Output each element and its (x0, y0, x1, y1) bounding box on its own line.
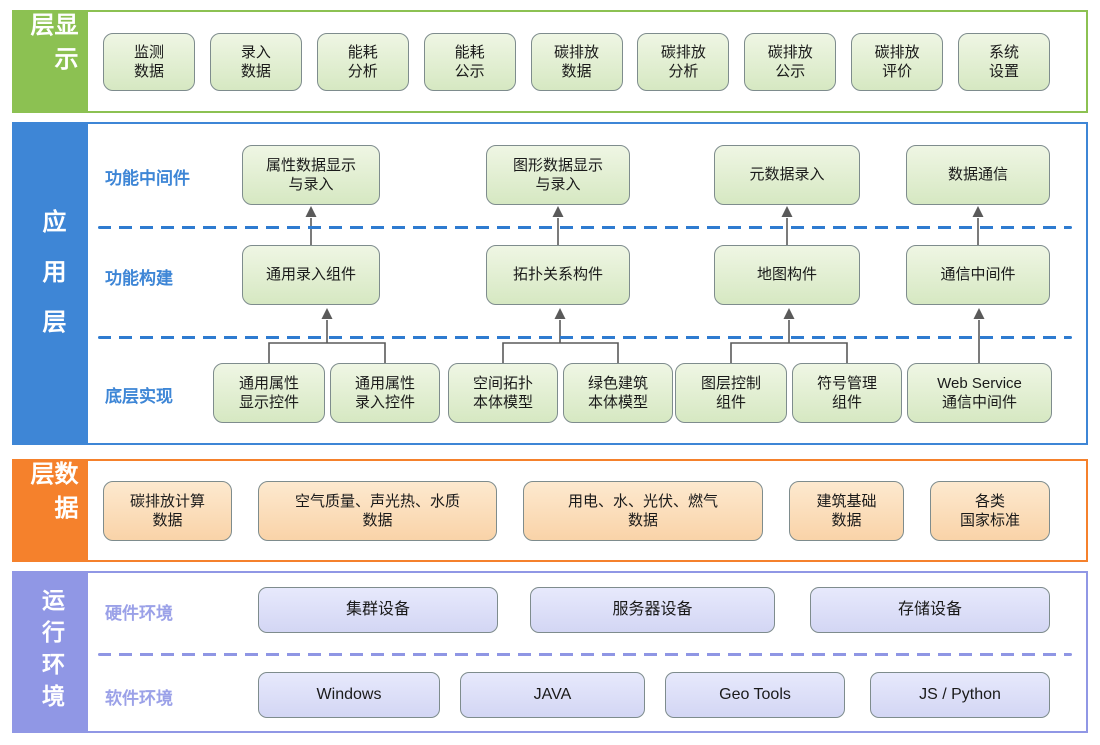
application-layer-sidebar: 应用层 (14, 124, 88, 443)
display-layer-title: 显示层 (26, 12, 77, 80)
application-layer-content: 功能中间件 功能构建 底层实现 属性数据显示 与录入 图形数据显示 与录入 元数… (88, 124, 1086, 443)
hardware-box: 存储设备 (810, 587, 1050, 633)
software-box: Windows (258, 672, 440, 718)
application-layer-title: 应用层 (38, 208, 65, 359)
display-layer-sidebar: 显示层 (14, 12, 88, 111)
display-box: 碳排放 公示 (744, 33, 837, 91)
display-box-row: 监测 数据 录入 数据 能耗 分析 能耗 公示 碳排放 数据 碳排放 分析 碳排… (103, 33, 1050, 91)
display-box: 碳排放 分析 (637, 33, 730, 91)
foundation-box: Web Service 通信中间件 (907, 363, 1052, 423)
row-label-software: 软件环境 (105, 689, 173, 708)
row-label-components: 功能构建 (105, 269, 173, 288)
middleware-box: 属性数据显示 与录入 (242, 145, 380, 205)
application-layer-band: 应用层 (12, 122, 1088, 445)
dashed-separator (98, 226, 1072, 229)
foundation-box: 符号管理 组件 (792, 363, 902, 423)
dashed-separator (98, 653, 1072, 656)
hardware-box: 服务器设备 (530, 587, 775, 633)
row-label-hardware: 硬件环境 (105, 604, 173, 623)
foundation-box: 图层控制 组件 (675, 363, 787, 423)
middleware-box: 元数据录入 (714, 145, 860, 205)
middleware-box: 图形数据显示 与录入 (486, 145, 630, 205)
data-box: 碳排放计算 数据 (103, 481, 232, 541)
foundation-box: 通用属性 显示控件 (213, 363, 325, 423)
component-box: 拓扑关系构件 (486, 245, 630, 305)
component-box: 地图构件 (714, 245, 860, 305)
data-box-row: 碳排放计算 数据 空气质量、声光热、水质 数据 用电、水、光伏、燃气 数据 建筑… (103, 481, 1050, 541)
runtime-layer-title: 运行环境 (38, 588, 65, 716)
software-box: Geo Tools (665, 672, 845, 718)
display-box: 碳排放 数据 (530, 33, 623, 91)
display-box: 监测 数据 (103, 33, 195, 91)
runtime-layer-band: 运行环境 硬件环境 软件环境 集群设备 服务器设备 存储设备 Windows J… (12, 571, 1088, 733)
data-layer-band: 数据层 碳排放计算 数据 空气质量、声光热、水质 数据 用电、水、光伏、燃气 数… (12, 459, 1088, 562)
row-label-foundation: 底层实现 (105, 387, 173, 406)
foundation-box: 空间拓扑 本体模型 (448, 363, 558, 423)
component-box: 通用录入组件 (242, 245, 380, 305)
display-box: 录入 数据 (209, 33, 302, 91)
data-box: 用电、水、光伏、燃气 数据 (523, 481, 763, 541)
display-layer-band: 显示层 监测 数据 录入 数据 能耗 分析 能耗 公示 碳排放 数据 碳排放 分… (12, 10, 1088, 113)
runtime-layer-sidebar: 运行环境 (14, 573, 88, 731)
foundation-box: 绿色建筑 本体模型 (563, 363, 673, 423)
data-layer-sidebar: 数据层 (14, 461, 88, 560)
software-box: JAVA (460, 672, 645, 718)
middleware-box: 数据通信 (906, 145, 1050, 205)
data-box: 各类 国家标准 (930, 481, 1050, 541)
foundation-box: 通用属性 录入控件 (330, 363, 440, 423)
data-layer-title: 数据层 (26, 461, 77, 529)
display-box: 能耗 公示 (423, 33, 516, 91)
display-layer-content: 监测 数据 录入 数据 能耗 分析 能耗 公示 碳排放 数据 碳排放 分析 碳排… (88, 12, 1086, 111)
data-box: 建筑基础 数据 (789, 481, 904, 541)
data-box: 空气质量、声光热、水质 数据 (258, 481, 497, 541)
data-layer-content: 碳排放计算 数据 空气质量、声光热、水质 数据 用电、水、光伏、燃气 数据 建筑… (88, 461, 1086, 560)
hardware-box: 集群设备 (258, 587, 498, 633)
runtime-layer-content: 硬件环境 软件环境 集群设备 服务器设备 存储设备 Windows JAVA G… (88, 573, 1086, 731)
display-box: 碳排放 评价 (851, 33, 944, 91)
display-box: 系统 设置 (958, 33, 1050, 91)
display-box: 能耗 分析 (316, 33, 409, 91)
row-label-middleware: 功能中间件 (105, 169, 190, 188)
software-box: JS / Python (870, 672, 1050, 718)
dashed-separator (98, 336, 1072, 339)
component-box: 通信中间件 (906, 245, 1050, 305)
